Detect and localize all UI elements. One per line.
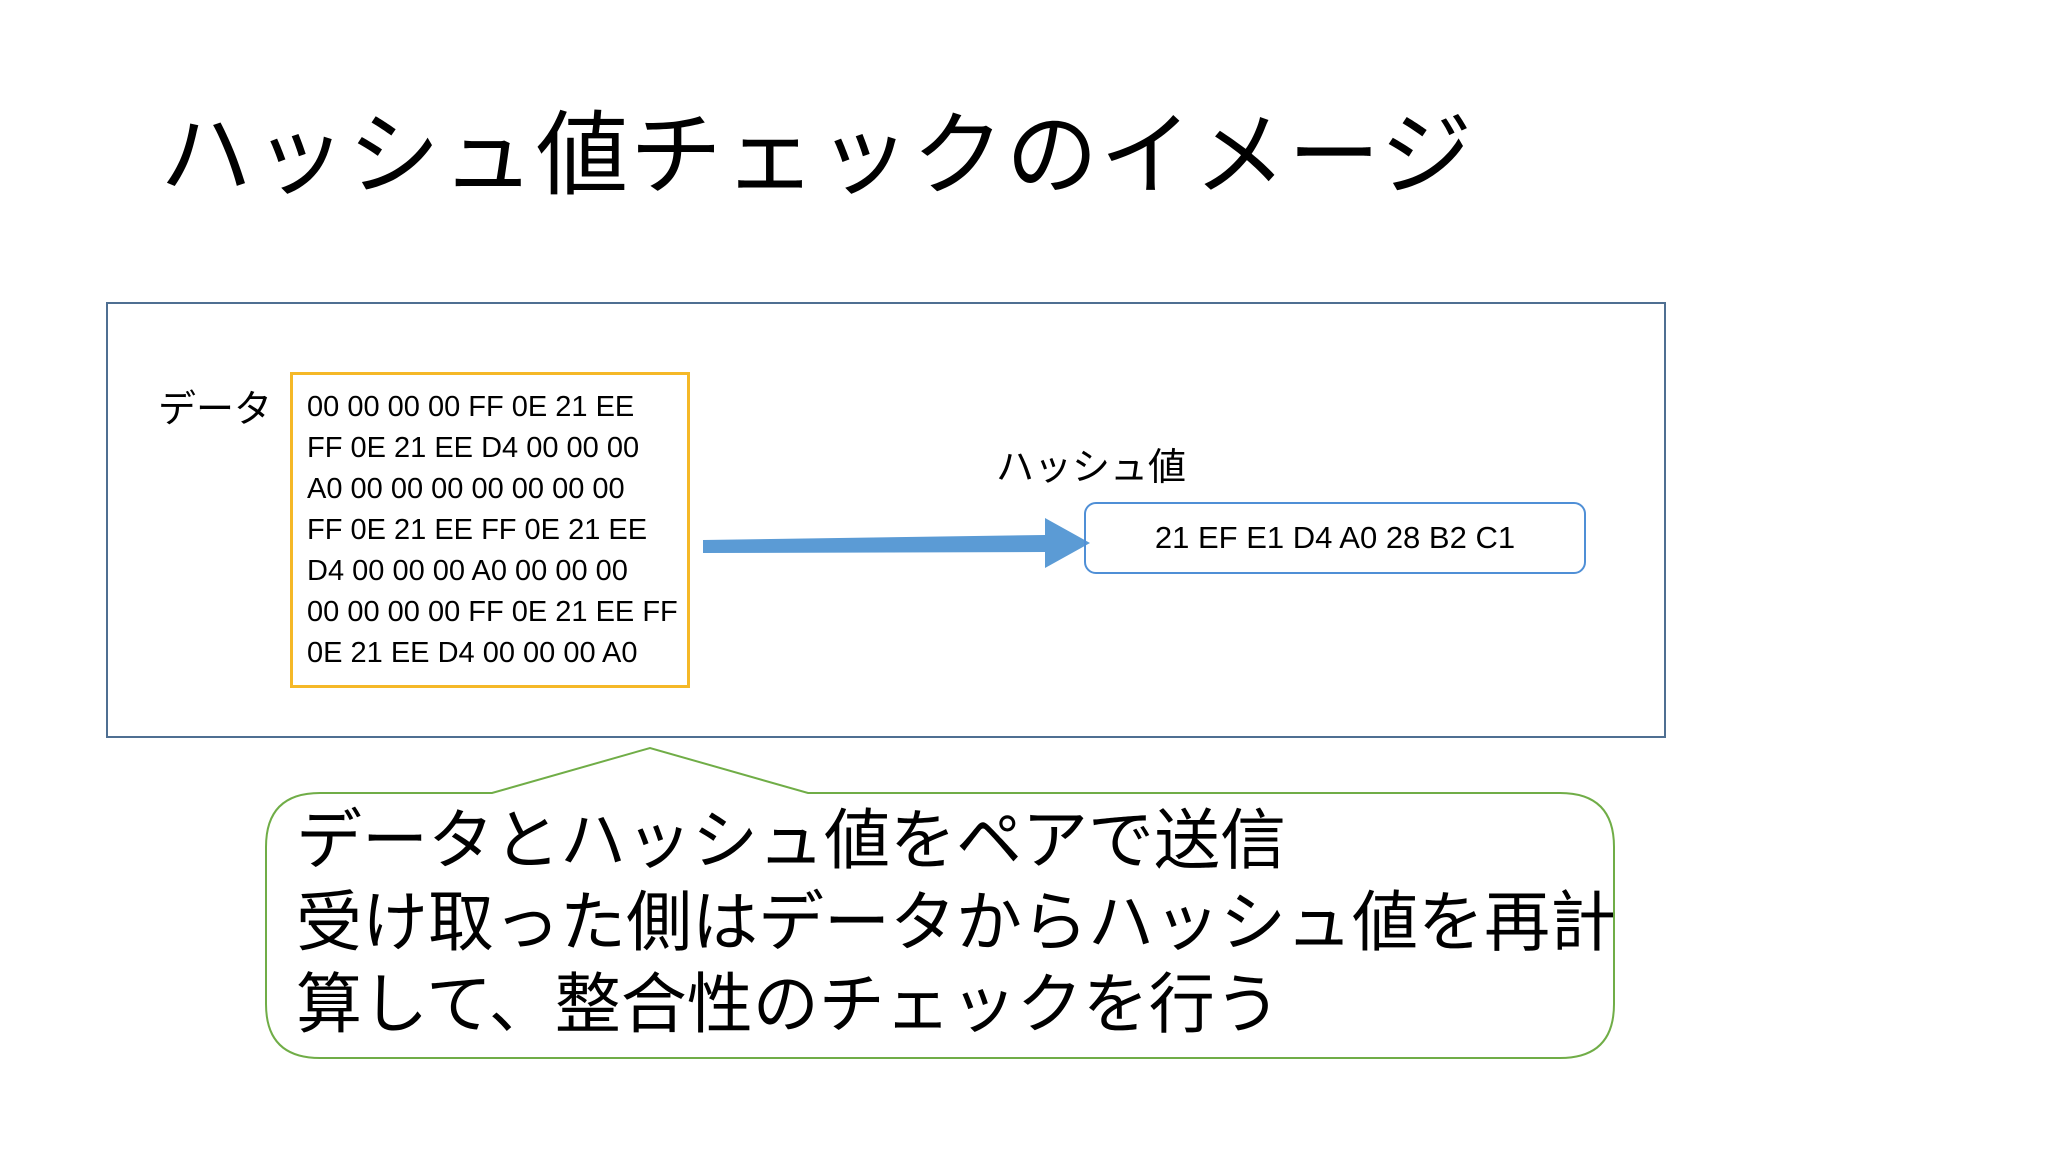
- data-label: データ: [158, 387, 273, 431]
- hash-value-box: 21 EF E1 D4 A0 28 B2 C1: [1084, 502, 1586, 574]
- callout-text: データとハッシュ値をペアで送信 受け取った側はデータからハッシュ値を再計 算して…: [296, 800, 1616, 1046]
- callout-line: データとハッシュ値をペアで送信: [296, 802, 1286, 879]
- hash-label: ハッシュ値: [996, 445, 1187, 489]
- data-box: 00 00 00 00 FF 0E 21 EE FF 0E 21 EE D4 0…: [290, 372, 690, 688]
- data-line: 00 00 00 00 FF 0E 21 EE FF: [307, 596, 678, 628]
- data-line: A0 00 00 00 00 00 00 00: [307, 473, 625, 505]
- hash-value: 21 EF E1 D4 A0 28 B2 C1: [1154, 520, 1516, 555]
- data-line: D4 00 00 00 A0 00 00 00: [307, 555, 628, 587]
- callout-line: 算して、整合性のチェックを行う: [296, 966, 1281, 1043]
- callout-line: 受け取った側はデータからハッシュ値を再計: [296, 884, 1616, 961]
- data-line: FF 0E 21 EE FF 0E 21 EE: [307, 514, 648, 546]
- speech-bubble: [265, 746, 1615, 1059]
- data-line: FF 0E 21 EE D4 00 00 00: [307, 432, 640, 464]
- slide-title: ハッシュ値チェックのイメージ: [160, 102, 1475, 209]
- arrow-icon: [703, 518, 1090, 568]
- diagram-frame: [106, 302, 1666, 738]
- data-line: 0E 21 EE D4 00 00 00 A0: [307, 637, 638, 669]
- data-line: 00 00 00 00 FF 0E 21 EE: [307, 391, 635, 423]
